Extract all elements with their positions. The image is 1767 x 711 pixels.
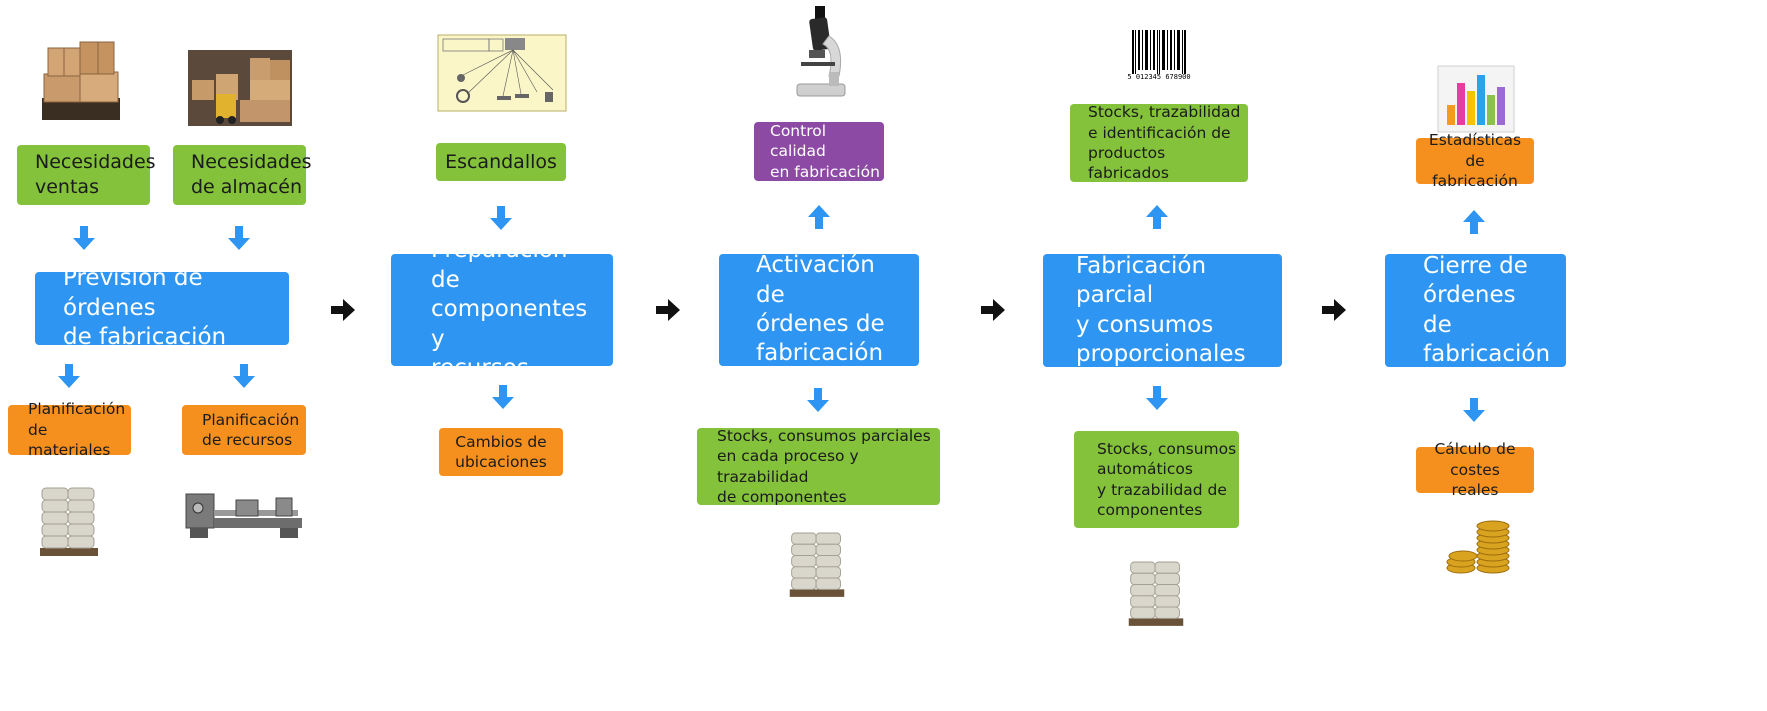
box-stocks-consumos-parciales: Stocks, consumos parciales en cada proce… (697, 427, 940, 506)
box-necesidades-ventas: Necesidades ventas (17, 145, 156, 205)
stage-fabricacion-parcial: Fabricación parcial y consumos proporcio… (1043, 253, 1282, 367)
boxes-icon (42, 41, 120, 120)
arrow-down-icon (807, 388, 829, 412)
arrow-right-icon (1322, 299, 1346, 321)
arrow-right-icon (656, 299, 680, 321)
bar-chart-icon (1437, 65, 1515, 133)
warehouse-forklift-icon (188, 50, 292, 126)
arrow-right-icon (981, 299, 1005, 321)
arrow-down-icon (492, 385, 514, 409)
arrow-down-icon (1463, 398, 1485, 422)
box-planificacion-materiales: Planificación de materiales (8, 400, 131, 459)
box-calculo-costes: Cálculo de costes reales (1416, 440, 1534, 499)
box-stocks-consumos-automaticos: Stocks, consumos automáticos y trazabili… (1074, 431, 1239, 528)
arrow-up-icon (1146, 205, 1168, 229)
microscope-icon (796, 6, 846, 97)
box-cambios-ubicaciones: Cambios de ubicaciones (439, 428, 563, 476)
lathe-machine-icon (185, 493, 302, 538)
arrow-up-icon (1463, 210, 1485, 234)
box-control-calidad: Control calidad en fabricación (754, 122, 884, 181)
box-escandallos: Escandallos (436, 143, 566, 181)
stage-activacion: Activación de órdenes de fabricación (719, 252, 919, 366)
barcode-number: 5 012345 678900 (1127, 73, 1191, 81)
arrow-right-icon (331, 299, 355, 321)
sacks-pallet-icon (40, 487, 98, 556)
box-estadisticas: Estadísticas de fabricación (1416, 131, 1534, 190)
box-stocks-trazabilidad: Stocks, trazabilidad e identificación de… (1070, 103, 1248, 182)
arrow-down-icon (73, 226, 95, 250)
arrow-down-icon (228, 226, 250, 250)
stage-prevision: Previsión de órdenes de fabricación (35, 265, 289, 350)
arrow-down-icon (233, 364, 255, 388)
barcode-icon (1132, 30, 1186, 74)
arrow-down-icon (490, 206, 512, 230)
arrow-down-icon (1146, 386, 1168, 410)
coins-icon (1446, 520, 1510, 574)
arrow-down-icon (58, 364, 80, 388)
stage-cierre: Cierre de órdenes de fabricación (1385, 253, 1566, 367)
stage-preparacion: Preparación de componentes y recursos (391, 237, 613, 381)
arrow-up-icon (808, 205, 830, 229)
sacks-pallet-icon (789, 532, 845, 597)
box-necesidades-almacen: Necesidades de almacén (173, 145, 312, 205)
blueprint-icon (437, 34, 567, 112)
sacks-pallet-icon (1128, 561, 1184, 626)
box-planificacion-recursos: Planificación de recursos (182, 405, 306, 455)
